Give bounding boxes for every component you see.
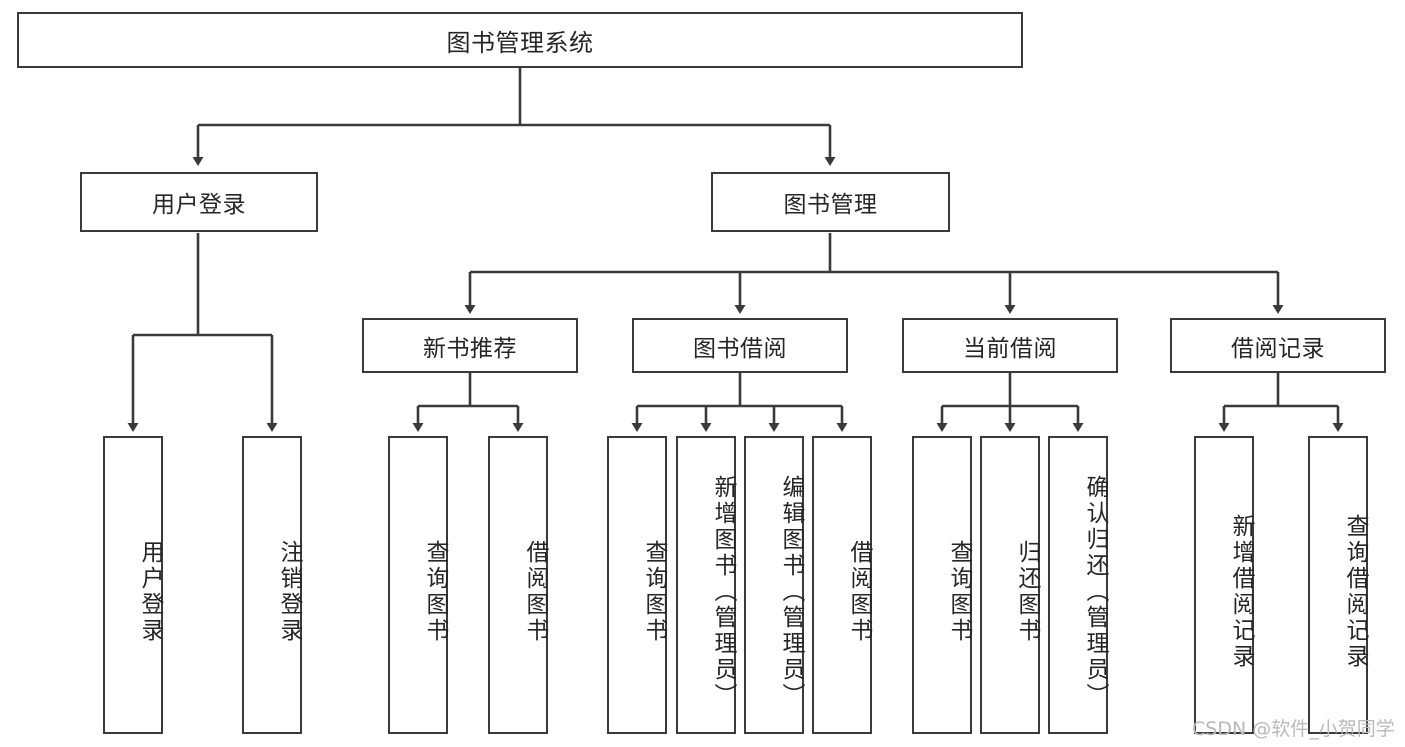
leaf-logout[interactable]: 注销登录 [242,436,302,734]
node-book-borrow[interactable]: 图书借阅 [632,318,848,373]
node-root[interactable]: 图书管理系统 [17,12,1023,68]
leaf-return-book[interactable]: 归还图书 [980,436,1040,734]
leaf-edit-book-label: 编辑图书（管理员） [778,475,804,709]
leaf-query-book-3-label: 查询图书 [946,540,972,644]
leaf-add-record[interactable]: 新增借阅记录 [1194,436,1254,734]
node-new-book-recommend[interactable]: 新书推荐 [362,318,578,373]
leaf-borrow-book-2-label: 借阅图书 [846,540,872,644]
node-book-management[interactable]: 图书管理 [711,172,950,232]
node-borrow-record-label: 借阅记录 [1231,335,1325,362]
leaf-borrow-book-1[interactable]: 借阅图书 [488,436,548,734]
node-book-management-label: 图书管理 [783,192,878,218]
leaf-logout-label: 注销登录 [276,540,302,644]
leaf-user-login[interactable]: 用户登录 [103,436,163,734]
leaf-confirm-return[interactable]: 确认归还（管理员） [1048,436,1108,734]
csdn-watermark: CSDN @软件_小贺同学 [1192,718,1395,740]
leaf-query-record[interactable]: 查询借阅记录 [1308,436,1368,734]
leaf-query-book-3[interactable]: 查询图书 [912,436,972,734]
leaf-return-book-label: 归还图书 [1014,540,1040,644]
node-book-borrow-label: 图书借阅 [693,335,787,362]
leaf-query-book-1[interactable]: 查询图书 [388,436,448,734]
node-new-book-recommend-label: 新书推荐 [423,335,517,362]
leaf-query-record-label: 查询借阅记录 [1342,514,1368,670]
leaf-edit-book[interactable]: 编辑图书（管理员） [744,436,804,734]
leaf-borrow-book-2[interactable]: 借阅图书 [812,436,872,734]
leaf-query-book-2-label: 查询图书 [641,540,667,644]
leaf-borrow-book-1-label: 借阅图书 [522,540,548,644]
leaf-add-book-label: 新增图书（管理员） [710,475,736,709]
node-user-login[interactable]: 用户登录 [80,172,318,232]
leaf-add-record-label: 新增借阅记录 [1228,514,1254,670]
leaf-query-book-1-label: 查询图书 [422,540,448,644]
node-current-borrow-label: 当前借阅 [963,335,1057,362]
leaf-add-book[interactable]: 新增图书（管理员） [676,436,736,734]
leaf-confirm-return-label: 确认归还（管理员） [1082,475,1108,709]
node-current-borrow[interactable]: 当前借阅 [902,318,1118,373]
leaf-query-book-2[interactable]: 查询图书 [607,436,667,734]
node-borrow-record[interactable]: 借阅记录 [1170,318,1386,373]
node-user-login-label: 用户登录 [152,192,246,218]
leaf-user-login-label: 用户登录 [137,540,163,644]
node-root-label: 图书管理系统 [446,28,594,57]
